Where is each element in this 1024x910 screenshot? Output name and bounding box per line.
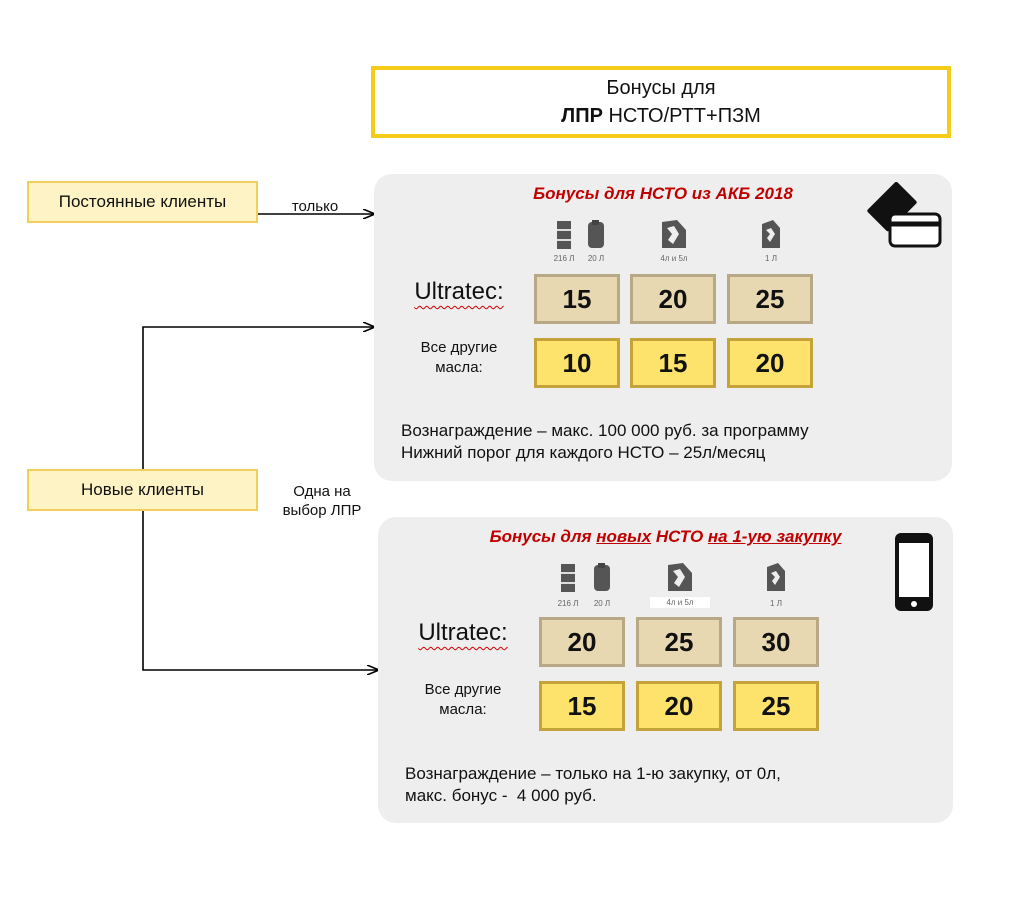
panel2-note-line2: макс. бонус - 4 000 руб. xyxy=(405,786,597,805)
panel2-ultratec-label: Ultratec: xyxy=(418,619,508,646)
panel1-other-label: Все другие масла: xyxy=(420,339,498,376)
panel2-other-cell-2: 20 xyxy=(636,681,722,731)
panel1-ultratec-cell-2: 20 xyxy=(630,274,716,324)
panel2-title-part3: НСТО xyxy=(651,527,708,546)
new-clients-box: Новые клиенты xyxy=(27,469,258,511)
bottle-4-5l-icon xyxy=(662,220,686,248)
regular-clients-box: Постоянные клиенты xyxy=(27,181,258,223)
title-line2-bold: ЛПР xyxy=(561,105,603,127)
panel1-ultratec-label: Ultratec: xyxy=(414,278,504,305)
panel2-ultratec-cell-1: 20 xyxy=(539,617,625,667)
panel2-title: Бонусы для новых НСТО на 1-ую закупку xyxy=(378,527,953,547)
panel2-other-label: Все другие масла: xyxy=(424,681,502,718)
panel1-note-line2: Нижний порог для каждого НСТО – 25л/меся… xyxy=(401,443,766,462)
panel1-note-line1: Вознаграждение – макс. 100 000 руб. за п… xyxy=(401,421,809,440)
panel2-other-cell-1: 15 xyxy=(539,681,625,731)
barrel-icon xyxy=(561,564,575,592)
panel2-other-cell-3: 25 xyxy=(733,681,819,731)
pack-label-4-5l: 4л и 5л xyxy=(660,254,688,263)
smartphone-icon xyxy=(895,533,933,611)
pack-label-1l: 1 Л xyxy=(765,254,777,263)
pack-label-20l: 20 Л xyxy=(587,254,605,263)
choice-label: Одна на выбор ЛПР xyxy=(282,483,362,519)
card-icon xyxy=(867,182,942,248)
title-line2-rest: НСТО/РТТ+ПЗМ xyxy=(602,105,761,127)
pack-label-20l: 20 Л xyxy=(593,599,611,608)
panel-new-client-bonuses: Бонусы для новых НСТО на 1-ую закупку 21… xyxy=(378,517,953,823)
barrel-icon xyxy=(557,221,571,249)
bottle-1l-icon xyxy=(762,220,780,248)
panel1-other-cell-3: 20 xyxy=(727,338,813,388)
panel1-ultratec-cell-3: 25 xyxy=(727,274,813,324)
bottle-1l-icon xyxy=(767,563,785,591)
arrow-new-to-panel2 xyxy=(142,490,378,670)
panel2-title-part2: новых xyxy=(596,527,652,546)
only-label: только xyxy=(291,198,339,215)
panel2-ultratec-cell-3: 30 xyxy=(733,617,819,667)
panel2-title-part1: Бонусы для xyxy=(489,527,597,546)
new-clients-label: Новые клиенты xyxy=(80,480,205,499)
arrow-new-to-panel1 xyxy=(142,327,374,490)
panel2-title-part4: на 1-ую закупку xyxy=(707,527,842,546)
pack-label-4-5l: 4л и 5л xyxy=(650,597,710,608)
panel-existing-bonuses: Бонусы для НСТО из АКБ 2018 216 Л 20 Л 4… xyxy=(374,174,952,481)
panel2-note-line1: Вознаграждение – только на 1-ю закупку, … xyxy=(405,764,781,783)
panel1-title: Бонусы для НСТО из АКБ 2018 xyxy=(533,184,793,203)
regular-clients-label: Постоянные клиенты xyxy=(58,192,227,211)
pack-label-1l: 1 Л xyxy=(770,599,782,608)
bottle-4-5l-icon xyxy=(668,563,692,591)
title-line1: Бонусы для xyxy=(606,77,716,99)
canister-20l-icon xyxy=(588,220,604,248)
panel1-other-cell-1: 10 xyxy=(534,338,620,388)
title-line2: ЛПР НСТО/РТТ+ПЗМ xyxy=(561,102,761,130)
panel1-ultratec-cell-1: 15 xyxy=(534,274,620,324)
pack-label-216l: 216 Л xyxy=(557,599,579,608)
panel2-ultratec-cell-2: 25 xyxy=(636,617,722,667)
canister-20l-icon xyxy=(594,563,610,591)
pack-label-216l: 216 Л xyxy=(553,254,575,263)
panel1-other-cell-2: 15 xyxy=(630,338,716,388)
title-box: Бонусы для ЛПР НСТО/РТТ+ПЗМ xyxy=(371,66,951,138)
